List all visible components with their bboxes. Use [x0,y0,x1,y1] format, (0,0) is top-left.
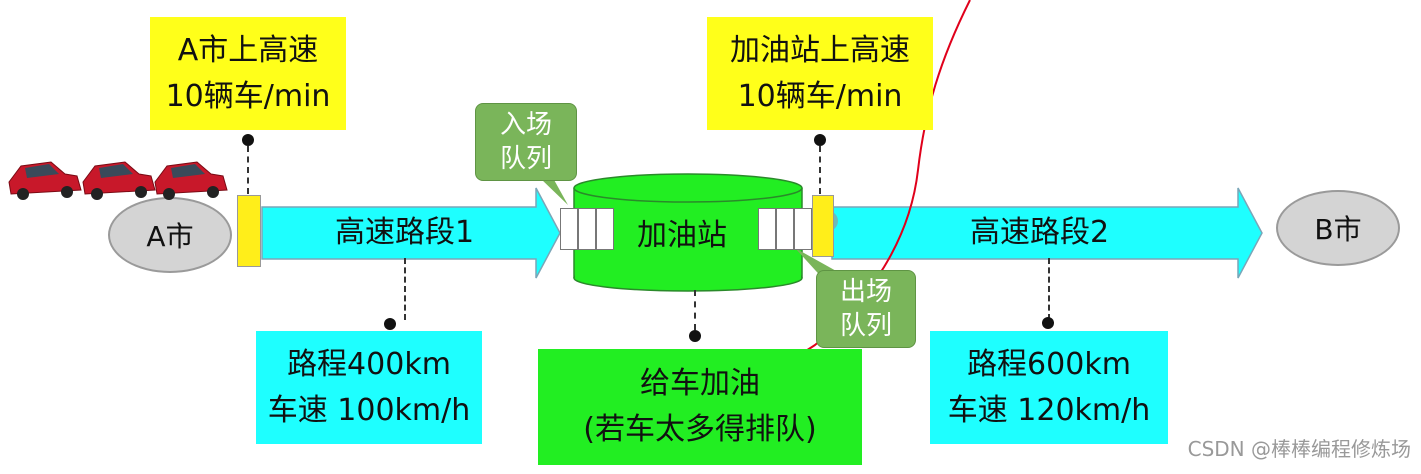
gate-a [237,195,261,267]
segment1-speed: 车速 100km/h [267,392,471,428]
segment1-connector-dot [384,318,396,330]
station-connector-line [694,290,696,330]
station-connector-dot [689,330,701,342]
car-icon [82,161,156,200]
car-icon [8,161,82,200]
entry-station-rate-box: 加油站上高速 10辆车/min [707,17,933,130]
segment2-connector-dot [1042,317,1054,329]
segment1-info-box: 路程400km 车速 100km/h [256,331,482,444]
entry-a-connector-dot [242,134,254,146]
service-line2: (若车太多得排队) [583,412,817,447]
cars-group [8,161,228,200]
city-a-label: A市 [146,220,194,253]
entry-queue-text: 入场 队列 [499,110,552,174]
exit-queue-text: 出场 队列 [839,277,892,341]
segment1-label: 高速路段1 [335,215,475,250]
entry-a-line2: 10辆车/min [165,78,331,114]
service-line1: 给车加油 [640,366,760,401]
exit-queue [758,208,812,250]
car-icon [154,161,228,200]
entry-station-line1: 加油站上高速 [730,32,910,68]
entry-queue-label: 入场 队列 [475,103,577,181]
entry-a-rate-box: A市上高速 10辆车/min [150,17,346,130]
gate-station [812,195,834,257]
segment2-distance: 路程600km [967,346,1131,382]
segment1-connector-line [404,258,406,320]
segment1-distance: 路程400km [287,346,451,382]
segment2-label: 高速路段2 [970,215,1110,250]
segment2-connector-line [1048,258,1050,320]
entry-queue [560,208,614,250]
entry-station-line2: 10辆车/min [737,78,903,114]
segment2-speed: 车速 120km/h [947,392,1151,428]
entry-a-line1: A市上高速 [177,32,319,68]
segment2-arrow [831,187,1263,279]
station-label: 加油站 [637,218,727,253]
entry-a-connector-line [247,146,249,194]
segment2-info-box: 路程600km 车速 120km/h [930,331,1168,444]
entry-station-connector-dot [814,134,826,146]
watermark: CSDN @棒棒编程修炼场 [1187,437,1411,461]
service-box: 给车加油 (若车太多得排队) [538,349,862,465]
segment1-arrow [261,187,561,279]
city-b-label: B市 [1314,213,1362,246]
entry-station-connector-line [819,146,821,194]
city-b: B市 [1276,190,1400,266]
exit-queue-label: 出场 队列 [816,270,916,348]
entry-queue-callout-tail [540,178,568,205]
